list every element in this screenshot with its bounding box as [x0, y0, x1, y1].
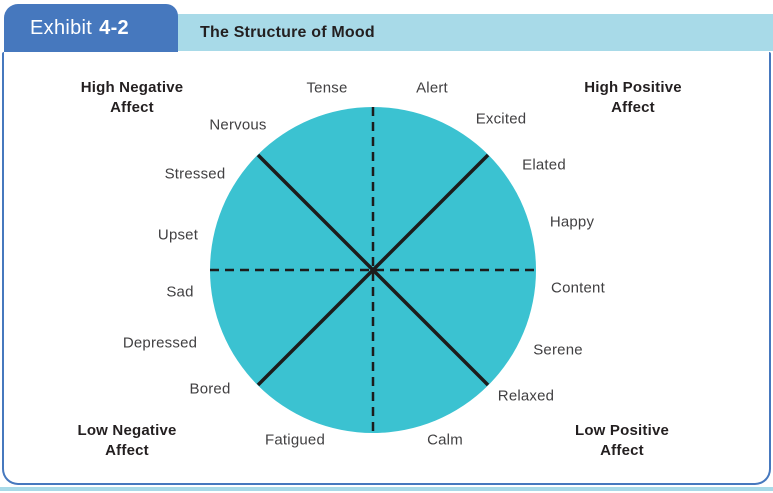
mood-label-nervous: Nervous: [209, 116, 267, 134]
quadrant-label-line: Affect: [600, 442, 644, 459]
figure-title: The Structure of Mood: [200, 23, 375, 41]
quadrant-low-negative-affect: Low Negative Affect: [77, 421, 176, 461]
quadrant-label-line: High Positive: [584, 79, 682, 96]
mood-label-elated: Elated: [522, 156, 566, 174]
mood-label-content: Content: [551, 279, 605, 297]
diagonal-axis-positive-affect: [256, 153, 490, 387]
mood-label-tense: Tense: [306, 79, 348, 97]
mood-label-upset: Upset: [157, 226, 199, 244]
title-strip: [170, 14, 773, 51]
quadrant-high-negative-affect: High Negative Affect: [81, 78, 184, 118]
mood-label-happy: Happy: [549, 213, 595, 231]
mood-label-calm: Calm: [427, 431, 463, 449]
exhibit-tab-number: 4-2: [99, 16, 129, 39]
mood-label-depressed: Depressed: [122, 334, 198, 352]
quadrant-label-line: Low Positive: [574, 422, 670, 439]
quadrant-label-line: Affect: [611, 99, 655, 116]
quadrant-label-line: High Negative: [80, 79, 184, 96]
exhibit-tab-prefix: Exhibit: [30, 16, 93, 39]
quadrant-label-line: Low Negative: [77, 422, 177, 439]
quadrant-low-positive-affect: Low Positive Affect: [575, 421, 669, 461]
mood-label-serene: Serene: [533, 341, 583, 359]
quadrant-label-line: Affect: [110, 99, 154, 116]
mood-label-sad: Sad: [166, 283, 194, 301]
quadrant-label-line: Affect: [105, 442, 149, 459]
mood-label-relaxed: Relaxed: [497, 387, 555, 405]
mood-label-stressed: Stressed: [164, 165, 226, 183]
mood-label-fatigued: Fatigued: [265, 431, 325, 449]
quadrant-high-positive-affect: High Positive Affect: [584, 78, 682, 118]
mood-label-alert: Alert: [416, 79, 448, 97]
bottom-accent-line: [0, 487, 773, 491]
exhibit-tab: Exhibit 4-2: [4, 4, 178, 52]
mood-label-bored: Bored: [189, 380, 231, 398]
mood-label-excited: Excited: [475, 110, 527, 128]
